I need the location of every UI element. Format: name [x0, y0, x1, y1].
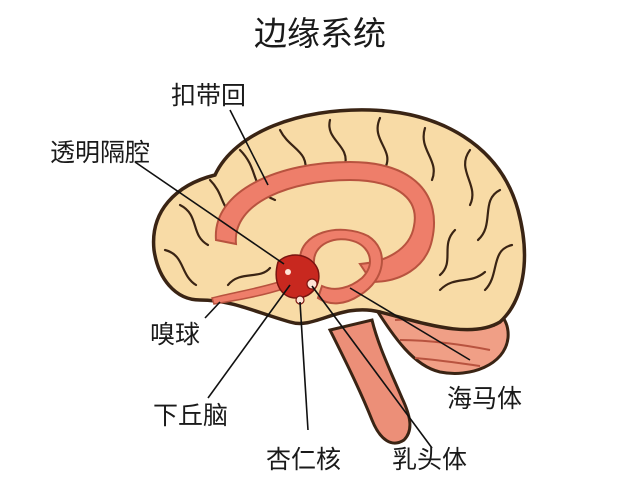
- label-amygdala: 杏仁核: [266, 445, 342, 474]
- label-septum-pellucidum: 透明隔腔: [50, 138, 151, 167]
- gyri-lines: [163, 116, 514, 292]
- hippocampus-arc: [298, 228, 383, 305]
- label-hypothalamus: 下丘脑: [153, 401, 229, 430]
- label-mammillary-body: 乳头体: [392, 445, 468, 474]
- label-olfactory-bulb: 嗅球: [150, 320, 201, 349]
- diagram-title: 边缘系统: [254, 14, 386, 53]
- brainstem: [327, 318, 412, 445]
- leader-lines: [134, 109, 471, 449]
- hypothalamus-region: [275, 254, 320, 299]
- label-cingulate-gyrus: 扣带回: [171, 81, 247, 110]
- mammillary-body-dot: [306, 278, 318, 290]
- label-hippocampus: 海马体: [447, 384, 523, 413]
- cerebrum: [151, 108, 527, 332]
